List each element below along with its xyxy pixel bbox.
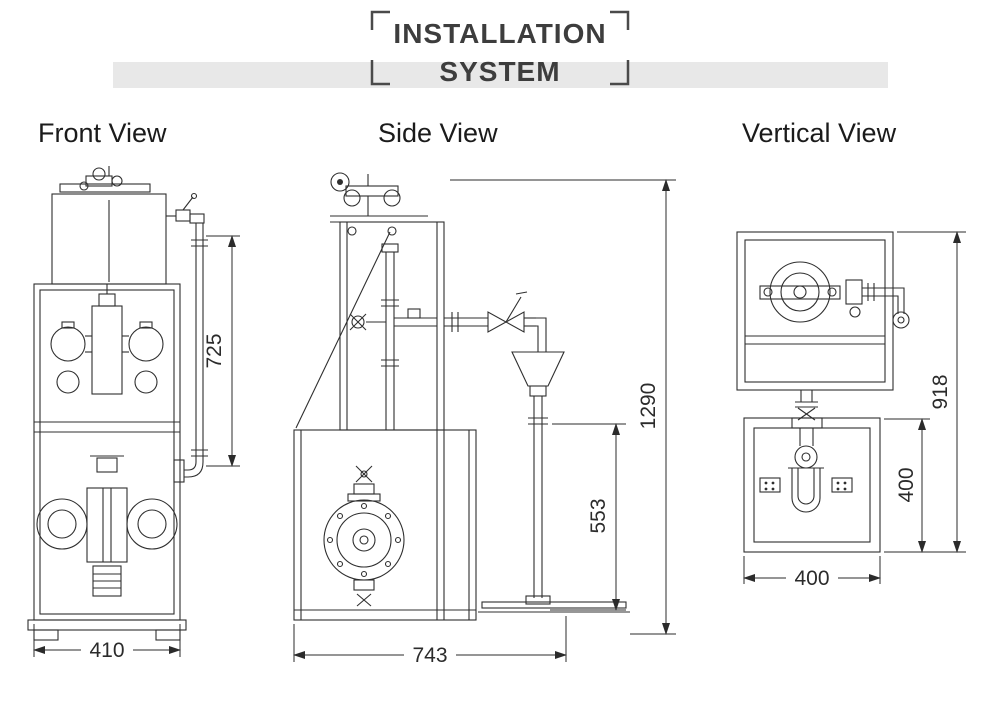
side-total-height-value: 1290	[637, 383, 660, 430]
front-height-dimension: 725	[203, 235, 240, 467]
front-view-label: Front View	[38, 118, 167, 148]
vertical-inner-height-value: 400	[895, 467, 918, 502]
title-brackets	[370, 10, 630, 86]
vertical-width-dimension: 400	[743, 556, 881, 590]
front-width-dimension: 410	[33, 624, 181, 662]
side-width-dimension: 743	[293, 616, 567, 667]
vertical-width-value: 400	[794, 567, 829, 590]
vertical-height-dimension: 918	[884, 231, 966, 553]
front-height-value: 725	[203, 333, 226, 368]
side-mid-height-value: 553	[587, 498, 610, 533]
front-width-value: 410	[89, 639, 124, 662]
vertical-view-drawing	[736, 231, 910, 553]
page-title-line2: SYSTEM	[439, 56, 561, 87]
side-view-drawing	[293, 172, 630, 621]
side-width-value: 743	[412, 644, 447, 667]
front-view-drawing	[27, 166, 208, 641]
side-mid-height-dimension: 553	[550, 423, 626, 611]
page-title-line1: INSTALLATION	[393, 18, 607, 49]
side-total-height-dimension: 1290	[450, 179, 676, 635]
title-highlight-band	[113, 62, 888, 88]
side-view-label: Side View	[378, 118, 498, 148]
vertical-inner-height-dimension: 400	[884, 418, 930, 553]
vertical-height-value: 918	[929, 374, 952, 409]
vertical-view-label: Vertical View	[742, 118, 897, 148]
